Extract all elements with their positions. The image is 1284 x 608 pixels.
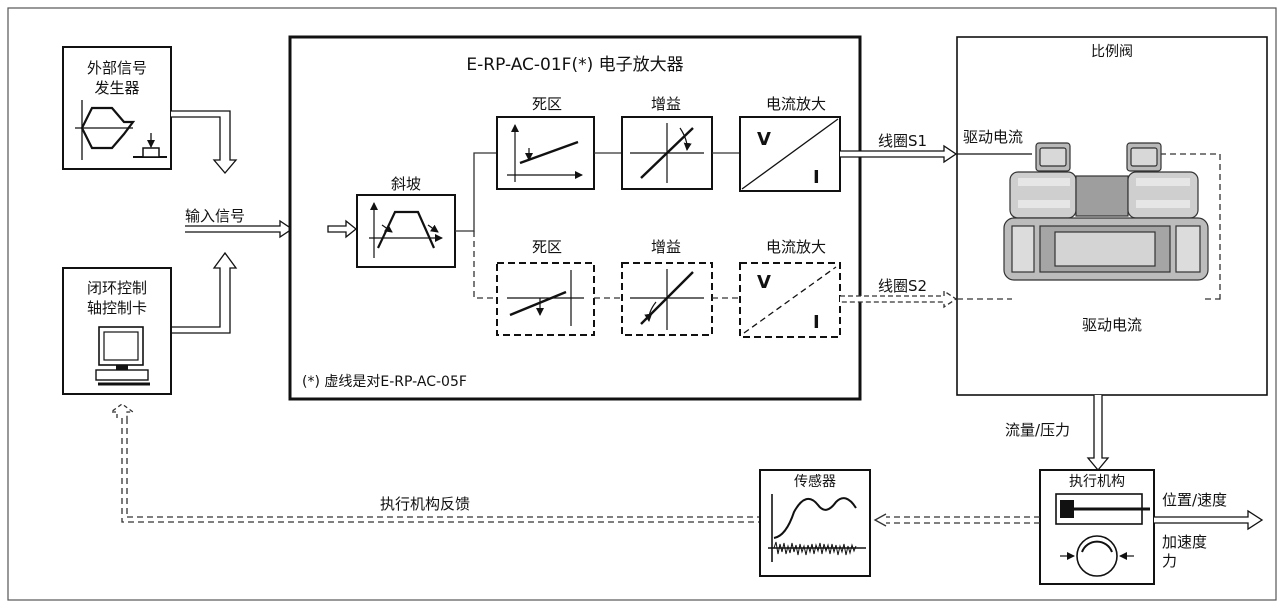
sensor-signal-icon (768, 494, 866, 562)
sensor-block: 传感器 (759, 469, 871, 577)
ch1-gain-block (621, 116, 713, 190)
valve-drive-current-bottom: 驱动电流 (1082, 316, 1142, 334)
amplifier-title: E-RP-AC-01F(*) 电子放大器 (466, 55, 683, 75)
valve-title: 比例阀 (1091, 44, 1133, 60)
ch2-deadband-label: 死区 (532, 238, 562, 256)
ramp-label: 斜坡 (391, 175, 421, 193)
generator-output-arrow (171, 110, 238, 175)
computer-icon (95, 326, 150, 386)
coil-s2-arrow (840, 289, 958, 309)
flow-pressure-label: 流量/压力 (1005, 421, 1070, 439)
ch2-current-amp-block: V I (739, 262, 841, 338)
actuator-block: 执行机构 (1039, 469, 1155, 585)
output-force: 力 (1162, 552, 1177, 570)
internal-input-arrow (327, 219, 358, 239)
outer-frame (7, 7, 1277, 601)
ch2-v-symbol: V (757, 272, 771, 293)
coil-s2-label: 线圈S2 (878, 277, 927, 295)
ch1-current-amp-block: V I (739, 116, 841, 192)
ch1-gain-label: 增益 (651, 95, 681, 113)
closed-loop-label-2: 轴控制卡 (87, 299, 147, 317)
potentiometer-icon (133, 133, 167, 158)
coil-s1-arrow (840, 144, 958, 164)
closed-loop-card-block: 闭环控制 轴控制卡 (62, 267, 172, 395)
output-position-speed: 位置/速度 (1162, 491, 1227, 509)
ch1-deadband-label: 死区 (532, 95, 562, 113)
ch2-i-symbol: I (813, 312, 820, 333)
coil-s1-label: 线圈S1 (878, 132, 927, 150)
closed-loop-label-1: 闭环控制 (87, 279, 147, 297)
ch1-current-amp-label: 电流放大 (766, 95, 826, 113)
ch1-i-symbol: I (813, 167, 820, 188)
feedback-line-left (121, 418, 760, 523)
actuator-title: 执行机构 (1069, 474, 1125, 490)
ch1-deadband-block (496, 116, 595, 190)
ch2-gain-block (621, 262, 713, 336)
ch1-v-symbol: V (757, 129, 771, 150)
ch2-current-amp-label: 电流放大 (766, 238, 826, 256)
coil-s2-wire-right (1160, 153, 1221, 300)
output-acceleration: 加速度 (1162, 533, 1207, 551)
input-signal-label: 输入信号 (185, 207, 245, 225)
ch2-gain-label: 增益 (651, 238, 681, 256)
amplifier-footnote: (*) 虚线是对E-RP-AC-05F (302, 374, 467, 390)
ramp-to-ch2-line (473, 231, 497, 299)
valve-image (1003, 142, 1209, 281)
valve-drive-current-top: 驱动电流 (963, 128, 1023, 146)
waveform-icon (75, 100, 136, 160)
sensor-input-arrowhead (873, 513, 887, 527)
ramp-block (356, 194, 456, 268)
ramp-to-ch1-line (455, 152, 497, 232)
signal-generator-label-2: 发生器 (94, 79, 139, 97)
motor-icon (1060, 535, 1134, 577)
output-arrow (1154, 509, 1264, 531)
ch2-deadband-block (496, 262, 595, 336)
sensor-title: 传感器 (794, 473, 836, 490)
signal-generator-label-1: 外部信号 (87, 59, 147, 77)
cylinder-icon (1055, 493, 1150, 525)
signal-generator-block: 外部信号 发生器 (62, 46, 172, 170)
feedback-label: 执行机构反馈 (380, 495, 470, 513)
feedback-arrowhead (109, 403, 135, 418)
card-output-arrow (171, 251, 238, 334)
flow-pressure-arrow (1086, 395, 1110, 472)
